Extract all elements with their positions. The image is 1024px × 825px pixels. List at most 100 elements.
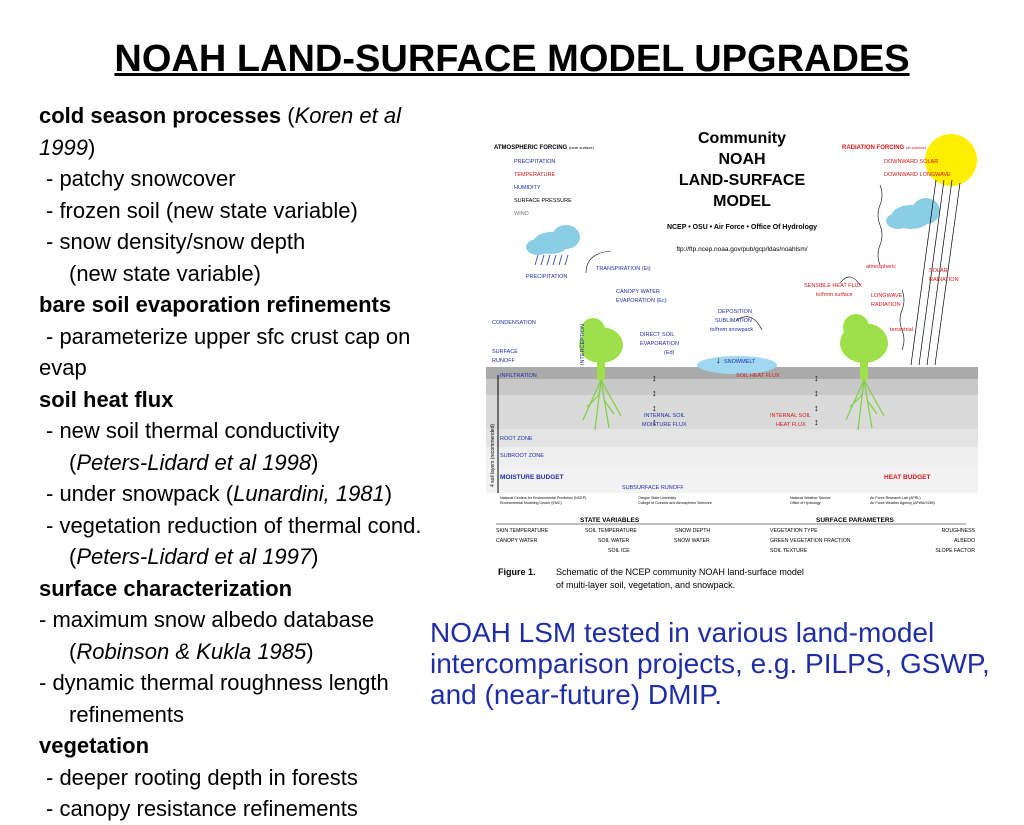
sublimation-arrow-icon — [736, 316, 763, 331]
label-surface-runoff: SURFACE — [492, 349, 518, 355]
rad-item: DOWNWARD LONGWAVE — [884, 172, 951, 178]
soil-layer-1 — [486, 379, 978, 395]
tree-icon — [579, 318, 623, 431]
atm-item: WIND — [514, 211, 529, 217]
cloud-icon — [526, 225, 580, 255]
citation: Koren et al — [294, 103, 401, 128]
sensible-arrow-icon — [839, 276, 861, 286]
svg-text:↓: ↓ — [716, 355, 721, 365]
solar-radiation-arrows — [910, 179, 961, 366]
variables-table: SKIN TEMPERATURE CANOPY WATER SOIL TEMPE… — [496, 528, 976, 554]
label-canopy-evap: CANOPY WATER — [616, 289, 660, 295]
longwave-down-icon — [877, 184, 883, 266]
note-line: NOAH LSM tested in various land-model — [430, 617, 935, 648]
transpiration-arrow-icon — [585, 250, 612, 274]
atm-item: PRECIPITATION — [514, 159, 555, 165]
caption-line: of multi-layer soil, vegetation, and sno… — [556, 580, 735, 590]
label-longwave: LONGWAVE — [871, 293, 903, 299]
label-condensation: CONDENSATION — [492, 320, 536, 326]
bullet-item: - vegetation reduction of thermal cond. — [46, 512, 422, 538]
state-variable: CANOPY WATER — [496, 538, 538, 544]
section-heading: soil heat flux — [39, 386, 174, 412]
surface-parameter: GREEN VEGETATION FRACTION — [770, 538, 851, 544]
label-sensible: to/from surface — [816, 292, 853, 298]
label-solar: RADIATION — [929, 277, 959, 283]
bullet-item: refinements — [69, 701, 184, 727]
partner-list: National Centers for Environmental Predi… — [500, 496, 935, 505]
surface-parameter: SLOPE FACTOR — [935, 548, 975, 554]
label-internal-moisture: MOISTURE FLUX — [642, 422, 687, 428]
partner-line: Oregon State University — [638, 496, 676, 500]
section-heading: cold season processes — [39, 103, 282, 128]
label-deposition: SUBLIMATION — [715, 318, 752, 324]
label-atmospheric: atmospheric — [866, 264, 896, 270]
label-direct-soil: (Ed) — [664, 350, 675, 356]
partner-line: Office of Hydrology — [790, 501, 821, 505]
intercomparison-note: NOAH LSM tested in various land-model in… — [430, 617, 1024, 710]
ftp-address: ftp://ftp.ncep.noaa.gov/pub/gcp/ldas/noa… — [676, 246, 807, 253]
label-direct-soil: EVAPORATION — [640, 341, 679, 347]
state-variable: SNOW WATER — [674, 538, 710, 544]
tree-icon — [840, 314, 888, 431]
bullet-item: - parameterize upper sfc crust cap on — [46, 323, 411, 349]
page-title: NOAH LAND-SURFACE MODEL UPGRADES — [114, 38, 910, 80]
atm-item: HUMIDITY — [514, 185, 541, 191]
label-solar: SOLAR — [929, 268, 948, 274]
bullet-line: 1999) — [39, 132, 559, 164]
figure-title-line: MODEL — [713, 193, 771, 210]
svg-text:↕: ↕ — [652, 403, 657, 413]
label-moisture-budget: MOISTURE BUDGET — [500, 474, 564, 481]
state-variables-heading: STATE VARIABLES — [580, 517, 640, 524]
section-heading: vegetation — [39, 733, 150, 758]
label-internal-heat: HEAT FLUX — [776, 422, 806, 428]
soil-layer-3 — [486, 429, 978, 447]
label-internal-moisture: INTERNAL SOIL — [644, 413, 685, 419]
atm-forcing-list: PRECIPITATION TEMPERATURE HUMIDITY SURFA… — [514, 159, 572, 217]
label-soil-heat-flux: SOIL HEAT FLUX — [736, 373, 780, 379]
surface-parameter: VEGETATION TYPE — [770, 528, 818, 534]
label-surface-runoff: RUNOFF — [492, 358, 516, 364]
agencies-line: NCEP • OSU • Air Force • Office Of Hydro… — [667, 224, 817, 231]
figure-title-line: NOAH — [718, 151, 765, 168]
label-direct-soil: DIRECT SOIL — [640, 332, 674, 338]
bullet-item: (Robinson & Kukla 1985) — [69, 638, 314, 664]
cloud-icon — [886, 198, 940, 229]
section-heading: surface characterization — [39, 575, 293, 601]
label-root-zone: ROOT ZONE — [500, 436, 533, 442]
state-variable: SOIL TEMPERATURE — [585, 528, 637, 534]
process-labels: PRECIPITATION TRANSPIRATION (Et) CANOPY … — [492, 264, 959, 491]
surface-parameter: ROUGHNESS — [942, 528, 976, 534]
bullet-item: - dynamic thermal roughness length — [39, 670, 389, 695]
state-variable: SNOW DEPTH — [675, 528, 710, 534]
citation-year: 1999 — [39, 134, 88, 160]
label-interception: INTERCEPTION — [580, 324, 586, 365]
soil-layer-2 — [486, 395, 978, 429]
svg-text:↕: ↕ — [652, 388, 657, 398]
bullet-item: - canopy resistance refinements — [46, 796, 358, 821]
state-variable: SOIL WATER — [598, 538, 629, 544]
bullet-item: - under snowpack (Lunardini, 1981) — [39, 478, 559, 510]
note-line: intercomparison projects, e.g. PILPS, GS… — [430, 648, 990, 679]
bullet-line: cold season processes (Koren et al — [39, 100, 559, 132]
label-internal-heat: INTERNAL SOIL — [770, 413, 811, 419]
note-line: and (near-future) DMIP. — [430, 679, 723, 710]
label-deposition: DEPOSITION — [718, 309, 752, 315]
partner-line: Environmental Modeling Center (EMC) — [500, 501, 562, 505]
partner-line: National Weather Service — [790, 496, 831, 500]
sun-icon — [925, 134, 977, 186]
label-sensible: SENSIBLE HEAT FLUX — [804, 283, 863, 289]
label-terrestrial: terrestrial — [890, 327, 913, 333]
surface-parameter: ALBEDO — [954, 538, 975, 544]
bullet-list: cold season processes (Koren et al 1999)… — [39, 100, 559, 825]
figure-title: Community NOAH LAND-SURFACE MODEL — [679, 130, 806, 210]
surface-parameter: SOIL TEXTURE — [770, 548, 808, 554]
label-infiltration: INFILTRATION — [500, 373, 537, 379]
partner-line: Air Force Research Lab (AFRL) — [870, 496, 921, 500]
label-heat-budget: HEAT BUDGET — [884, 474, 930, 481]
citation: Robinson & Kukla 1985 — [76, 638, 307, 664]
longwave-up-icon — [899, 289, 905, 351]
svg-text:↕: ↕ — [652, 417, 657, 427]
rad-forcing-heading: RADIATION FORCING (at surface) — [842, 145, 927, 151]
bullet-text: - under snowpack ( — [46, 481, 234, 506]
partner-line: National Centers for Environmental Predi… — [500, 496, 586, 500]
